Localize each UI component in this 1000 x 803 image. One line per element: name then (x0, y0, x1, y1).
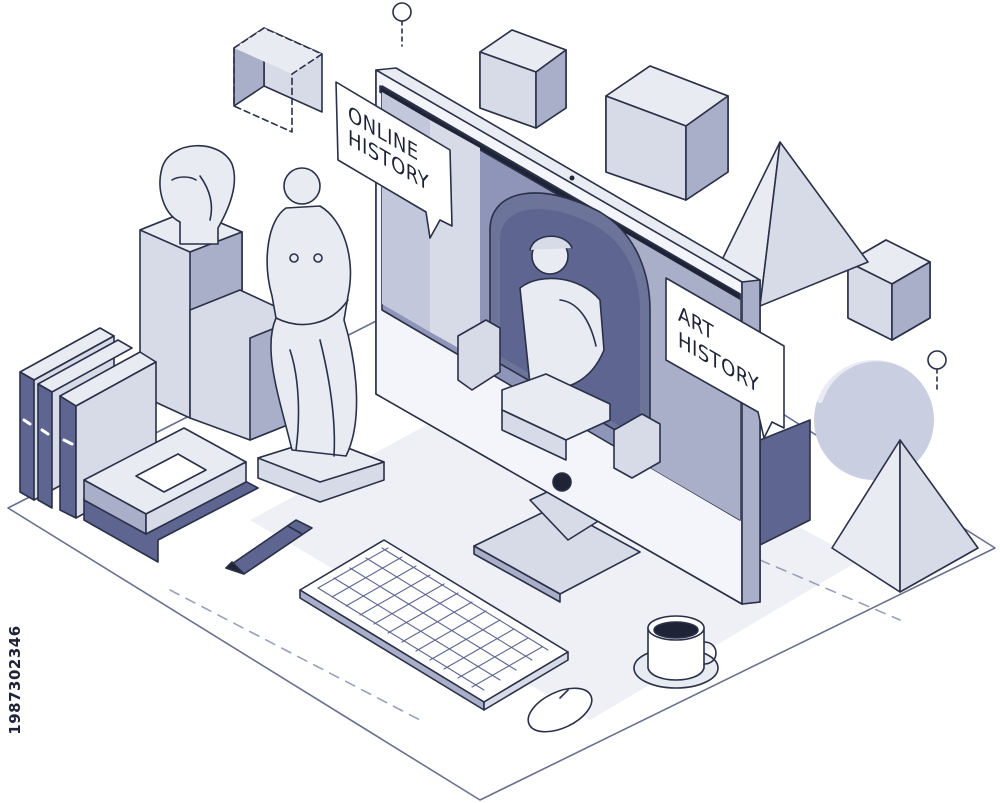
head-bust-statue (159, 144, 236, 245)
floating-cube (847, 239, 931, 341)
pyramid-small (831, 439, 979, 593)
camera-icon (569, 175, 575, 181)
venus-statue (257, 167, 385, 503)
stock-id-text: 1987302346 (6, 625, 24, 735)
lying-books (83, 427, 259, 563)
floating-cube (605, 65, 729, 201)
mouse (527, 687, 593, 733)
pin-icon (392, 2, 412, 47)
pen (225, 519, 313, 575)
stock-id-watermark: 1987302346 (2, 560, 28, 800)
apple-logo-icon (552, 472, 572, 492)
keyboard (299, 539, 569, 711)
statue-on-screen (501, 235, 611, 461)
floating-cube (479, 29, 567, 129)
coffee-cup (633, 615, 719, 689)
floating-cube (233, 27, 323, 133)
pin-icon (927, 350, 947, 393)
monitor (375, 67, 761, 605)
